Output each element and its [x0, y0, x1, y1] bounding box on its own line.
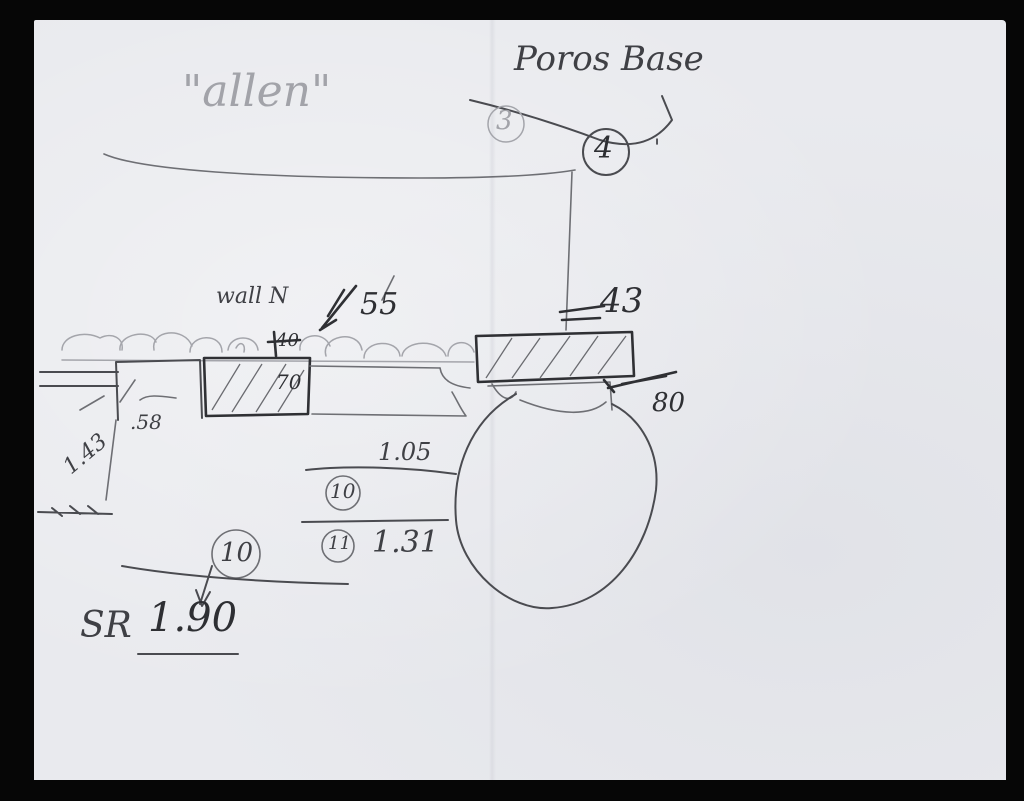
stone-row: [61, 332, 475, 363]
slab-43-hatch: [485, 335, 627, 379]
arrow-10-low: [195, 565, 213, 607]
vertical-lead-line: [565, 171, 573, 331]
tick-55: [381, 275, 395, 301]
circle-11-outline: [321, 529, 355, 563]
foundation-step: [439, 367, 471, 389]
amphora-outline: [454, 393, 658, 610]
poros-base-label: Poros Base: [514, 39, 704, 79]
strike-43: [558, 304, 606, 322]
line-10-low: [121, 565, 349, 585]
circled-3-text: 3: [496, 106, 513, 136]
tick-mark-text: ': [654, 136, 661, 161]
title-note: "allen": [182, 66, 332, 117]
sr-label: SR: [80, 605, 132, 646]
slab-43-outline: [474, 330, 636, 384]
dimension-55: 55: [360, 287, 399, 322]
dimension-190: 1.90: [148, 595, 238, 641]
dimension-43-top: 43: [600, 281, 644, 321]
dimension-80: 80: [652, 388, 686, 418]
arrow-80: [602, 370, 678, 394]
arrow-55: [318, 284, 358, 332]
perforated-edge: [26, 20, 40, 780]
circle-10-mid-outline: [325, 475, 361, 511]
dimension-40: 40: [276, 330, 299, 351]
amphora-rim: [519, 399, 607, 414]
wall-label: wall N: [216, 284, 289, 309]
line-105: [305, 466, 457, 475]
circled-10-low-text: 10: [220, 538, 254, 568]
circled-4-text: 4: [594, 131, 614, 166]
small-scribble: [235, 342, 246, 353]
foundation-lower: [309, 365, 467, 417]
top-curve-line: [103, 153, 576, 179]
block-70-outline: [202, 356, 312, 418]
dimension-70: 70: [276, 370, 302, 394]
ground-hatch-left: [37, 505, 113, 517]
slab-underside: [487, 381, 613, 411]
dimension-143-line: [105, 419, 117, 501]
left-wall-lines: [39, 371, 119, 387]
circled-11-text: 11: [328, 533, 351, 554]
poros-base-line: [469, 95, 673, 146]
circle-4-outline: [582, 128, 630, 176]
circle-3-outline: [487, 105, 525, 143]
dimension-58: .58: [130, 410, 162, 434]
line-10-mid: [301, 519, 449, 523]
mark-40: [266, 330, 302, 358]
dimension-105: 1.05: [378, 438, 432, 466]
block-70-hatch: [211, 363, 305, 413]
left-wall-block: [115, 359, 203, 421]
left-wall-hatch: [79, 379, 177, 411]
circled-10-mid-text: 10: [330, 479, 356, 503]
dimension-131: 1.31: [372, 525, 439, 560]
